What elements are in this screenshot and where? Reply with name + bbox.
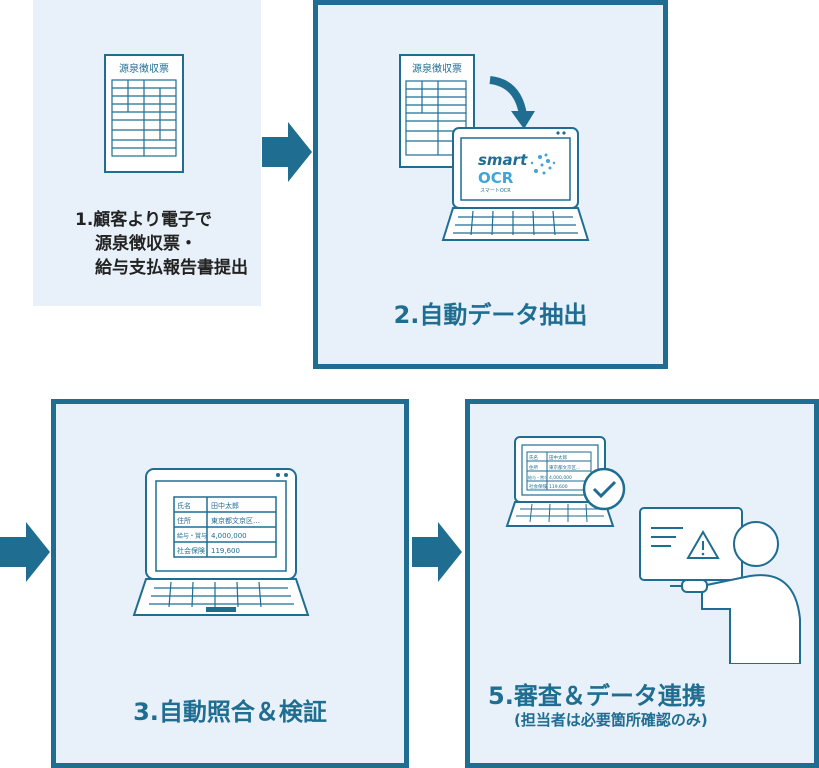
table-cell: 田中太郎 xyxy=(549,454,567,461)
table-cell: 119,600 xyxy=(211,547,240,555)
step2-panel: 源泉徴収票 smart OCR スマートOCR xyxy=(313,0,668,369)
step5-sublabel: (担当者は必要箇所確認のみ) xyxy=(514,711,708,729)
person-icon xyxy=(733,521,779,567)
table-cell: 住所 xyxy=(177,516,191,525)
step5-panel: 氏名 田中太郎 住所 東京都文京区… 給与・賞与 4,000,000 社会保険 … xyxy=(465,399,819,768)
arrow-right-icon xyxy=(0,522,50,582)
step3-label: 3.自動照合＆検証 xyxy=(133,698,327,726)
table-cell: 住所 xyxy=(529,464,538,471)
step5-label: 5.審査＆データ連携 xyxy=(488,682,706,710)
table-cell: 氏名 xyxy=(529,454,538,461)
step1-panel: 源泉徴収票 1.顧客より電子で 源泉徴収票・ 給与支払報告書提出 xyxy=(33,0,261,306)
ocr-illustration: 源泉徴収票 smart OCR スマートOCR xyxy=(399,54,590,241)
logo-sub: スマートOCR xyxy=(480,188,511,194)
step1-line2: 源泉徴収票・ xyxy=(95,234,197,254)
step2-label: 2.自動データ抽出 xyxy=(393,301,588,329)
table-cell: 氏名 xyxy=(177,501,191,510)
laptop-table-illustration: 氏名 田中太郎 住所 東京都文京区… 給与・賞与 4,000,000 社会保険 … xyxy=(132,468,310,616)
table-cell: 4,000,000 xyxy=(211,532,247,540)
step1-label: 1.顧客より電子で 源泉徴収票・ 給与支払報告書提出 xyxy=(75,208,248,280)
arrow-right-icon xyxy=(412,522,462,582)
arrow-right-icon xyxy=(262,122,312,182)
logo-ocr: OCR xyxy=(478,169,514,187)
check-icon xyxy=(582,467,626,511)
table-cell: 田中太郎 xyxy=(211,501,239,510)
table-cell: 給与・賞与 xyxy=(528,474,548,480)
doc-title: 源泉徴収票 xyxy=(119,62,169,75)
logo-smart: smart xyxy=(478,151,528,169)
table-cell: 社会保険 xyxy=(177,546,205,555)
table-cell: 119,600 xyxy=(549,484,568,490)
step3-panel: 氏名 田中太郎 住所 東京都文京区… 給与・賞与 4,000,000 社会保険 … xyxy=(51,399,409,768)
document-icon: 源泉徴収票 xyxy=(104,54,184,173)
step1-line1: 1.顧客より電子で xyxy=(75,210,212,230)
table-cell: 社会保険 xyxy=(529,483,547,490)
step1-line3: 給与支払報告書提出 xyxy=(95,258,248,278)
review-illustration: 氏名 田中太郎 住所 東京都文京区… 給与・賞与 4,000,000 社会保険 … xyxy=(505,436,801,664)
table-cell: 4,000,000 xyxy=(549,475,572,481)
table-cell: 東京都文京区… xyxy=(549,464,581,471)
table-cell: 東京都文京区… xyxy=(211,516,260,525)
doc-title: 源泉徴収票 xyxy=(412,62,462,75)
table-cell: 給与・賞与 xyxy=(177,532,207,540)
